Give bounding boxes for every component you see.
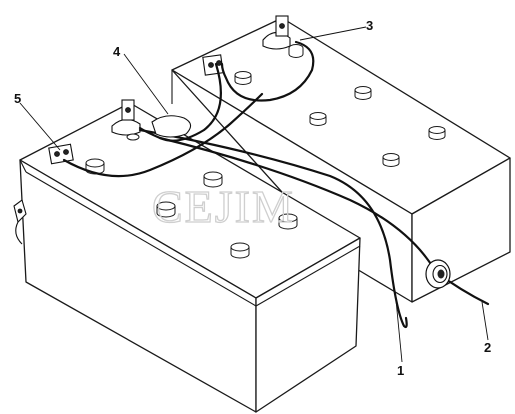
callout-2: 2 <box>484 340 491 355</box>
rear-battery-terminal-positive <box>262 15 304 58</box>
cable-main-2 <box>158 136 490 306</box>
vent-cap <box>234 71 252 85</box>
cables <box>62 40 490 329</box>
cable-boot <box>151 115 192 138</box>
callout-4: 4 <box>113 44 121 59</box>
vent-cap <box>309 112 327 126</box>
vent-cap <box>354 86 372 100</box>
front-battery <box>19 102 361 413</box>
vent-cap <box>203 171 223 188</box>
cable-rear-jumper <box>220 40 315 102</box>
callout-3: 3 <box>366 18 373 33</box>
front-battery-terminal-negative <box>48 143 74 165</box>
vent-cap <box>278 213 298 230</box>
callouts: 3 4 5 1 2 <box>14 18 491 378</box>
rear-battery-terminal-negative <box>202 54 224 76</box>
rear-battery-vent-caps <box>234 71 446 167</box>
vent-cap <box>156 201 176 218</box>
front-battery-terminal-positive <box>111 99 141 141</box>
cable-main-1 <box>138 128 408 329</box>
front-battery-handle <box>13 199 27 245</box>
vent-cap <box>230 242 250 259</box>
vent-cap <box>382 153 400 167</box>
cable-grommet <box>425 259 451 289</box>
callout-5: 5 <box>14 91 21 106</box>
cable-front-negative <box>62 92 264 178</box>
callout-1: 1 <box>397 363 404 378</box>
front-battery-side <box>255 237 361 413</box>
vent-cap <box>428 126 446 140</box>
watermark: CEJIM <box>152 181 295 232</box>
